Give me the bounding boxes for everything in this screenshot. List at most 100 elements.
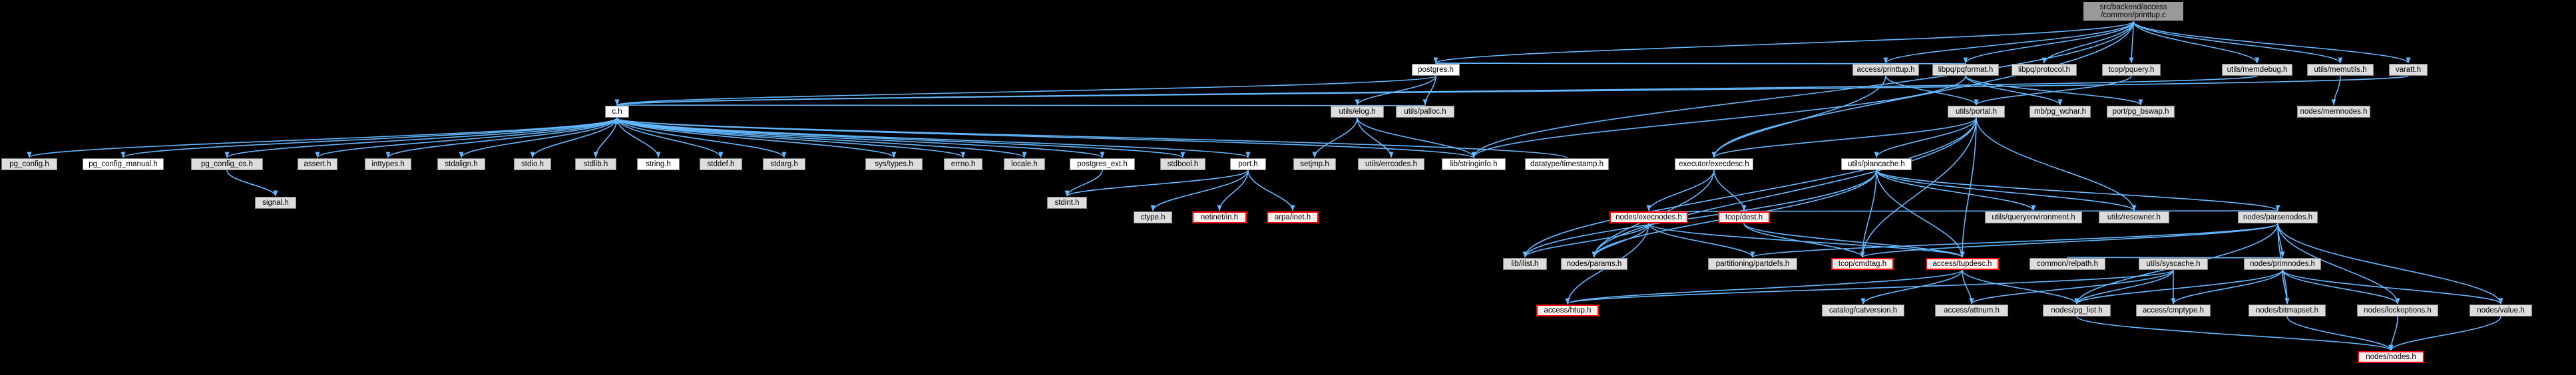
graph-node-pquery[interactable]: tcop/pquery.h: [2102, 64, 2161, 76]
graph-node-pg_config_os[interactable]: pg_config_os.h: [191, 158, 263, 170]
graph-node-plancache[interactable]: utils/plancache.h: [1841, 158, 1912, 170]
graph-node-execnodes[interactable]: nodes/execnodes.h: [1610, 211, 1688, 223]
graph-node-cmdtag[interactable]: tcop/cmdtag.h: [1831, 258, 1894, 270]
graph-node-printtup_h[interactable]: access/printtup.h: [1852, 64, 1919, 76]
graph-node-varatt[interactable]: varatt.h: [2389, 64, 2428, 76]
graph-edge-printtup_h-to-execdesc: [1711, 75, 1886, 158]
node-label: access/printtup.h: [1856, 65, 1915, 74]
graph-node-errcodes[interactable]: utils/errcodes.h: [1358, 158, 1424, 170]
graph-edge-port_h-to-stdint: [1064, 170, 1249, 197]
graph-edge-parsenodes-to-partdefs: [1750, 223, 2278, 258]
graph-node-stdint[interactable]: stdint.h: [1047, 197, 1087, 209]
graph-node-value_h[interactable]: nodes/value.h: [2469, 305, 2532, 316]
graph-node-primnodes[interactable]: nodes/primnodes.h: [2244, 258, 2321, 270]
graph-node-lockoptions[interactable]: nodes/lockoptions.h: [2357, 305, 2438, 316]
graph-edge-root-to-postgres: [1433, 21, 2134, 64]
graph-node-stringinfo[interactable]: lib/stringinfo.h: [1442, 158, 1506, 170]
graph-node-queryenv[interactable]: utils/queryenvironment.h: [1985, 211, 2082, 223]
graph-node-palloc[interactable]: utils/palloc.h: [1396, 106, 1454, 118]
graph-node-pg_config[interactable]: pg_config.h: [1, 158, 57, 170]
node-label: port/pg_bswap.h: [2112, 107, 2169, 116]
node-label: assert.h: [304, 160, 331, 168]
graph-node-dest_h[interactable]: tcop/dest.h: [1718, 211, 1770, 223]
graph-node-arpa_inet[interactable]: arpa/inet.h: [1267, 211, 1319, 223]
graph-edge-execnodes-to-params: [1592, 223, 1649, 258]
graph-node-c_h[interactable]: c.h: [605, 106, 629, 118]
graph-node-execdesc[interactable]: executor/execdesc.h: [1675, 158, 1753, 170]
graph-node-attnum[interactable]: access/attnum.h: [1935, 305, 2008, 316]
node-label: nodes/pg_list.h: [2051, 306, 2103, 314]
graph-node-relpath[interactable]: common/relpath.h: [2030, 258, 2105, 270]
node-label: nodes/execnodes.h: [1615, 213, 1682, 221]
graph-edge-syscache-to-htup: [1565, 269, 2174, 305]
graph-node-locale_h[interactable]: locale.h: [1004, 158, 1045, 170]
graph-edge-syscache-to-pg_list: [2074, 269, 2174, 305]
graph-node-signal_h[interactable]: signal.h: [255, 197, 296, 209]
node-label: c.h: [612, 107, 622, 116]
graph-node-parsenodes[interactable]: nodes/parsenodes.h: [2238, 211, 2318, 223]
graph-node-memutils[interactable]: utils/memutils.h: [2307, 64, 2374, 76]
graph-node-errno_h[interactable]: errno.h: [944, 158, 982, 170]
graph-node-postgres_ext[interactable]: postgres_ext.h: [1070, 158, 1135, 170]
graph-node-elog[interactable]: utils/elog.h: [1331, 106, 1384, 118]
graph-root-node[interactable]: src/backend/access/common/printtup.c: [2083, 1, 2184, 21]
graph-node-resowner[interactable]: utils/resowner.h: [2099, 211, 2169, 223]
graph-node-partdefs[interactable]: partitioning/partdefs.h: [1708, 258, 1797, 270]
graph-edge-postgres_ext-to-stdint: [1064, 170, 1103, 197]
graph-node-protocol[interactable]: libpq/protocol.h: [2012, 64, 2077, 76]
graph-node-inttypes[interactable]: inttypes.h: [365, 158, 411, 170]
graph-node-timestamp[interactable]: datatype/timestamp.h: [1525, 158, 1609, 170]
graph-node-string_h[interactable]: string.h: [637, 158, 680, 170]
node-label: netinet/in.h: [1200, 213, 1239, 221]
graph-node-ctype_h[interactable]: ctype.h: [1134, 211, 1172, 223]
graph-edge-primnodes-to-pg_list: [2074, 269, 2283, 305]
graph-node-mbyte_wchar[interactable]: mb/pg_wchar.h: [2030, 106, 2091, 118]
node-label: setjmp.h: [1300, 160, 1329, 168]
graph-node-port_h[interactable]: port.h: [1230, 158, 1266, 170]
graph-node-bitmapset[interactable]: nodes/bitmapset.h: [2249, 305, 2326, 316]
graph-node-stdlib[interactable]: stdlib.h: [575, 158, 616, 170]
graph-node-portal[interactable]: utils/portal.h: [1948, 106, 2005, 118]
node-label: stdint.h: [1054, 198, 1080, 207]
graph-node-bswap[interactable]: port/pg_bswap.h: [2107, 106, 2175, 118]
graph-edge-plancache-to-parsenodes: [1876, 170, 2280, 211]
graph-edge-parsenodes-to-cmdtag: [1860, 223, 2278, 258]
graph-node-pqformat[interactable]: libpq/pqformat.h: [1932, 64, 1999, 76]
node-label: varatt.h: [2395, 65, 2422, 74]
graph-edge-printtup_h-to-portal: [1885, 75, 1979, 106]
graph-node-tupdesc[interactable]: access/tupdesc.h: [1926, 258, 1999, 270]
graph-node-params[interactable]: nodes/params.h: [1561, 258, 1627, 270]
graph-edge-root-to-stringinfo: [1471, 21, 2134, 158]
graph-node-pg_list[interactable]: nodes/pg_list.h: [2043, 305, 2111, 316]
graph-node-memdebug[interactable]: utils/memdebug.h: [2222, 64, 2292, 76]
graph-node-netinet_in[interactable]: netinet/in.h: [1192, 211, 1247, 223]
graph-node-stdbool[interactable]: stdbool.h: [1160, 158, 1205, 170]
graph-node-postgres[interactable]: postgres.h: [1412, 64, 1460, 76]
graph-node-stddef[interactable]: stddef.h: [700, 158, 742, 170]
graph-node-pg_config_man[interactable]: pg_config_manual.h: [83, 158, 164, 170]
graph-node-systypes[interactable]: sys/types.h: [865, 158, 923, 170]
graph-node-stdalign[interactable]: stdalign.h: [437, 158, 485, 170]
graph-node-setjmp[interactable]: setjmp.h: [1293, 158, 1336, 170]
graph-node-stdio[interactable]: stdio.h: [514, 158, 551, 170]
graph-edge-portal-to-resowner: [1976, 117, 2137, 211]
graph-edge-postgres-to-c_h: [615, 75, 1436, 106]
graph-node-stdarg[interactable]: stdarg.h: [763, 158, 805, 170]
graph-edge-elog-to-stringinfo: [1357, 117, 1476, 158]
graph-node-ilist[interactable]: lib/ilist.h: [1503, 258, 1547, 270]
node-label: utils/syscache.h: [2146, 259, 2201, 268]
node-label: lib/stringinfo.h: [1450, 160, 1498, 168]
graph-node-nodes_h[interactable]: nodes/nodes.h: [2358, 351, 2424, 363]
graph-node-memnodes[interactable]: nodes/memnodes.h: [2297, 106, 2370, 118]
node-label: nodes/params.h: [1566, 259, 1622, 268]
graph-node-cmptype[interactable]: access/cmptype.h: [2136, 305, 2211, 316]
node-label: utils/queryenvironment.h: [1992, 213, 2075, 221]
graph-edge-bitmapset-to-nodes_h: [2286, 316, 2394, 351]
graph-node-syscache[interactable]: utils/syscache.h: [2139, 258, 2208, 270]
node-label: access/htup.h: [1544, 306, 1592, 314]
graph-node-assert_h[interactable]: assert.h: [298, 158, 337, 170]
graph-edge-pqformat-to-mbyte_wchar: [1965, 75, 2063, 106]
node-label: utils/elog.h: [1339, 107, 1376, 116]
graph-node-htup[interactable]: access/htup.h: [1536, 305, 1599, 316]
graph-node-catversion[interactable]: catalog/catversion.h: [1822, 305, 1904, 316]
